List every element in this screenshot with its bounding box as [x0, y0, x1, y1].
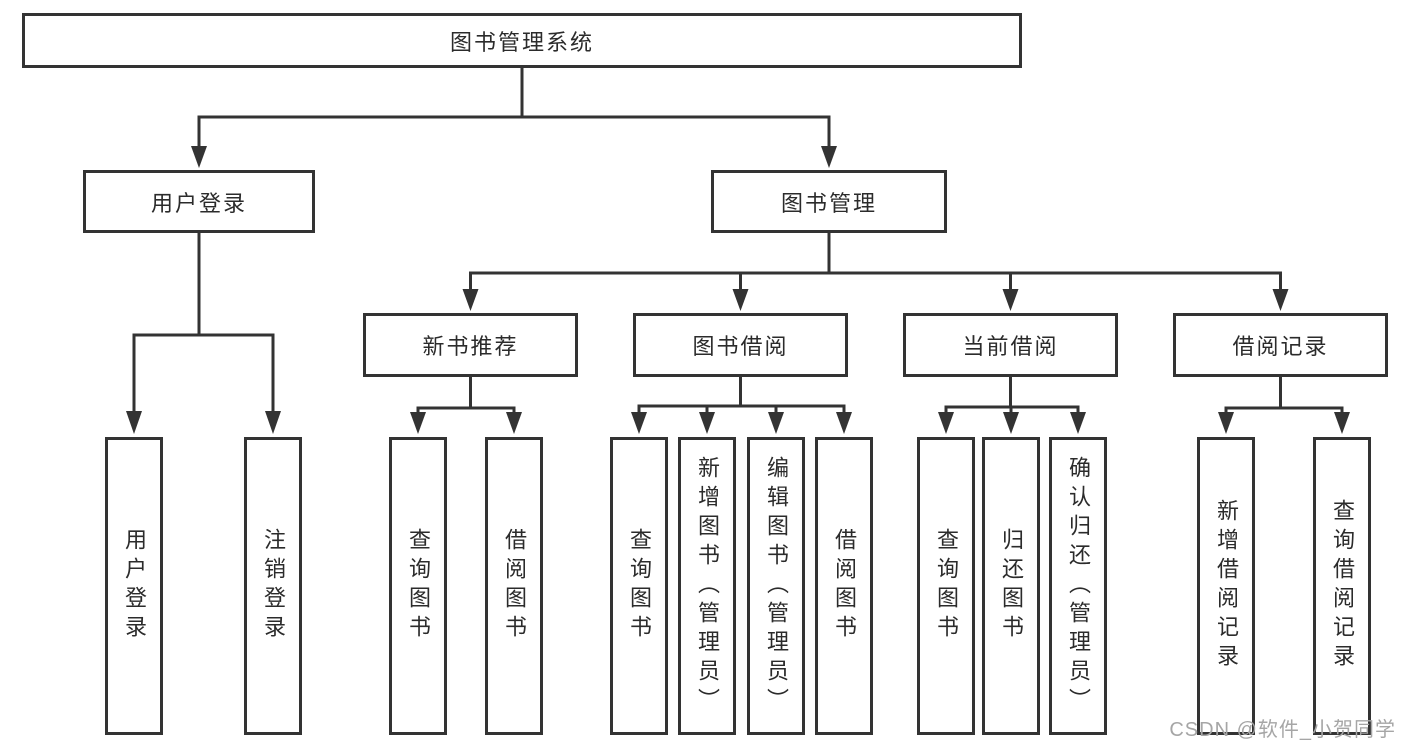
node-current-borrowing: 当前借阅 [903, 313, 1118, 377]
leaf-label: 新增借阅记录 [1214, 499, 1239, 673]
node-borrowing-records: 借阅记录 [1173, 313, 1388, 377]
leaf-query-borrow-record: 查询借阅记录 [1313, 437, 1371, 735]
leaf-add-book-admin: 新增图书（管理员） [678, 437, 736, 735]
leaf-label: 编辑图书（管理员） [764, 455, 789, 717]
leaf-query-books-borrowing: 查询图书 [610, 437, 668, 735]
leaf-borrow-books-borrowing: 借阅图书 [815, 437, 873, 735]
leaf-confirm-return-admin: 确认归还（管理员） [1049, 437, 1107, 735]
node-book-borrowing: 图书借阅 [633, 313, 848, 377]
leaf-label: 查询图书 [627, 528, 652, 644]
leaf-label: 查询图书 [406, 528, 431, 644]
connector-root-to-level2 [191, 68, 837, 168]
leaf-label: 新增图书（管理员） [695, 455, 720, 717]
leaf-add-borrow-record: 新增借阅记录 [1197, 437, 1255, 735]
connector-book-management-children [462, 233, 1289, 311]
connector-current-borrowing-children [938, 377, 1086, 434]
leaf-label: 借阅图书 [832, 528, 857, 644]
connector-new-book-recommendation-children [410, 377, 522, 434]
node-new-book-recommendation: 新书推荐 [363, 313, 578, 377]
leaf-return-books: 归还图书 [982, 437, 1040, 735]
node-book-management: 图书管理 [711, 170, 947, 233]
leaf-edit-book-admin: 编辑图书（管理员） [747, 437, 805, 735]
connector-borrowing-records-children [1218, 377, 1350, 434]
connector-user-login-children [126, 233, 281, 434]
leaf-label: 归还图书 [999, 528, 1024, 644]
leaf-logout: 注销登录 [244, 437, 302, 735]
leaf-label: 用户登录 [122, 528, 147, 644]
connector-book-borrowing-children [631, 377, 852, 434]
leaf-query-books-recommend: 查询图书 [389, 437, 447, 735]
watermark: CSDN @软件_小贺同学 [1169, 719, 1396, 741]
leaf-label: 确认归还（管理员） [1066, 455, 1091, 717]
node-user-login: 用户登录 [83, 170, 315, 233]
leaf-label: 借阅图书 [502, 528, 527, 644]
node-root: 图书管理系统 [22, 13, 1022, 68]
leaf-label: 查询借阅记录 [1330, 499, 1355, 673]
leaf-query-books-current: 查询图书 [917, 437, 975, 735]
leaf-label: 查询图书 [934, 528, 959, 644]
leaf-label: 注销登录 [261, 528, 286, 644]
leaf-user-login: 用户登录 [105, 437, 163, 735]
leaf-borrow-books-recommend: 借阅图书 [485, 437, 543, 735]
